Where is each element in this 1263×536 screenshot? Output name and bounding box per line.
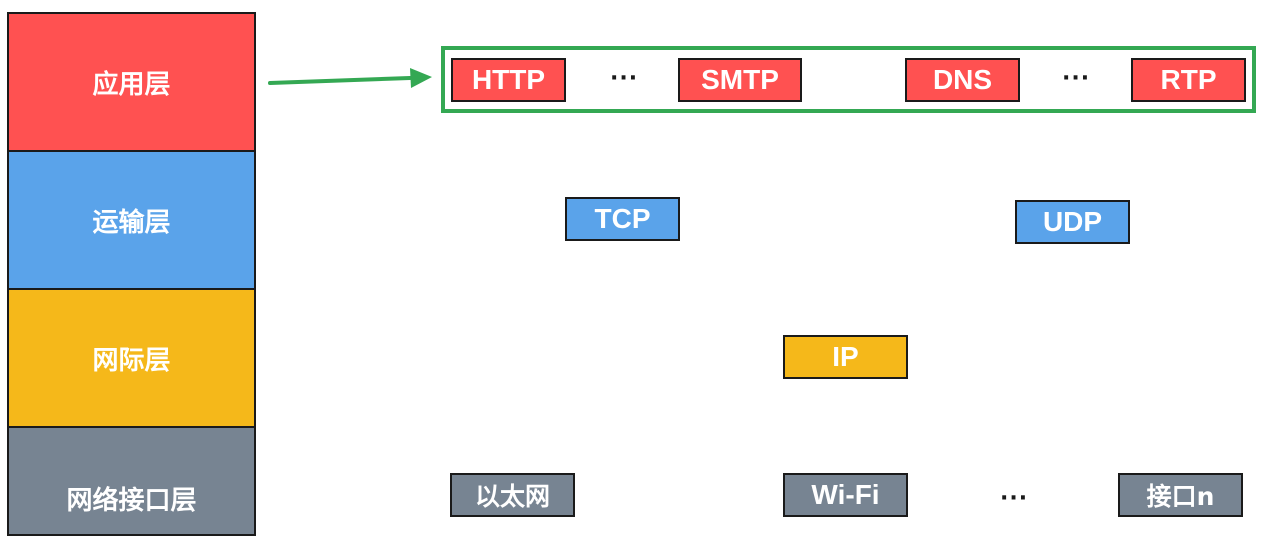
layer-transport-label: 运输层 xyxy=(92,207,171,238)
protocol-ethernet: 以太网 xyxy=(450,473,575,517)
protocol-wifi-label: Wi-Fi xyxy=(811,479,880,510)
pointer-arrow xyxy=(268,68,432,88)
layer-internet: 网际层 xyxy=(7,288,256,428)
protocol-ip-label: IP xyxy=(832,341,859,372)
protocol-smtp: SMTP xyxy=(678,58,802,102)
protocol-dns-label: DNS xyxy=(932,64,993,95)
protocol-interface-n-label: 接口n xyxy=(1146,482,1215,511)
layer-transport: 运输层 xyxy=(7,150,256,290)
protocol-udp: UDP xyxy=(1015,200,1130,244)
protocol-smtp-label: SMTP xyxy=(701,64,779,95)
protocol-udp-label: UDP xyxy=(1042,206,1103,237)
application-protocols-group xyxy=(441,46,1256,113)
protocol-http: HTTP xyxy=(451,58,566,102)
layer-application-label: 应用层 xyxy=(92,69,171,100)
protocol-dns: DNS xyxy=(905,58,1020,102)
protocol-wifi: Wi-Fi xyxy=(783,473,908,517)
protocol-tcp-label: TCP xyxy=(594,203,651,234)
protocol-http-label: HTTP xyxy=(471,64,546,95)
layer-link-label: 网络接口层 xyxy=(66,486,197,516)
layer-link: 网络接口层 xyxy=(7,426,256,536)
protocol-ethernet-label: 以太网 xyxy=(474,482,550,511)
protocol-tcp: TCP xyxy=(565,197,680,241)
link-ellipsis: ··· xyxy=(1000,486,1029,511)
layer-application: 应用层 xyxy=(7,12,256,152)
application-ellipsis-2: ··· xyxy=(1062,66,1091,91)
application-ellipsis-1: ··· xyxy=(610,66,639,91)
protocol-rtp: RTP xyxy=(1131,58,1246,102)
protocol-rtp-label: RTP xyxy=(1160,64,1217,95)
layer-internet-label: 网际层 xyxy=(92,345,171,376)
protocol-interface-n: 接口n xyxy=(1118,473,1243,517)
protocol-ip: IP xyxy=(783,335,908,379)
